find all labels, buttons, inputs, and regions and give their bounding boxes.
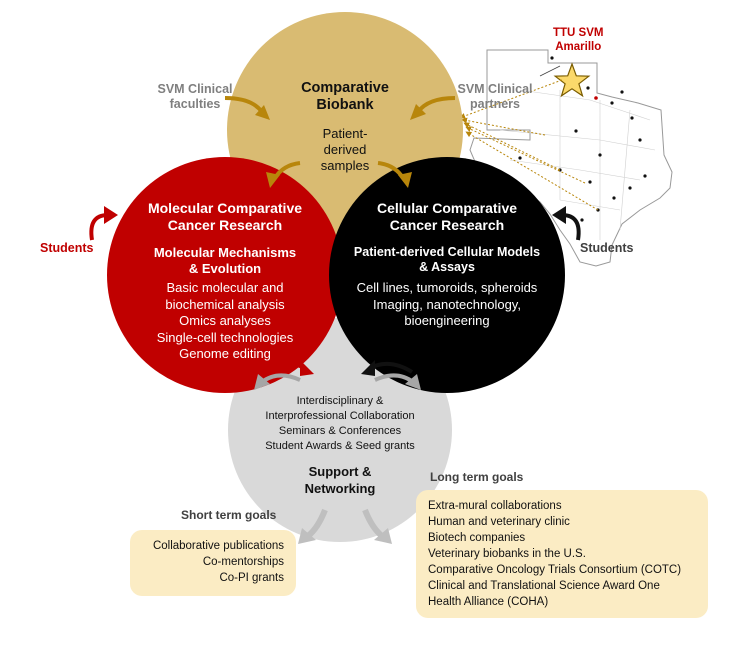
short-term-item: Co-PI grants xyxy=(219,572,284,584)
molecular-subtitle: Molecular Mechanisms & Evolution xyxy=(117,245,333,276)
cellular-title-line1: Cellular Comparative xyxy=(376,200,518,216)
biobank-subtitle: Patient- derived samples xyxy=(285,126,405,174)
map-label: TTU SVM Amarillo xyxy=(553,27,603,55)
support-item: Interprofessional Collaboration xyxy=(265,410,415,422)
short-term-item: Co-mentorships xyxy=(202,556,284,568)
long-term-box: Extra-mural collaborations Human and vet… xyxy=(416,490,708,618)
molecular-item: Basic molecular and xyxy=(166,280,284,295)
clinic-dots xyxy=(518,56,647,222)
faculties-label-line1: SVM Clinical xyxy=(157,82,233,96)
long-term-item: Clinical and Translational Science Award… xyxy=(428,580,660,592)
cellular-circle xyxy=(329,157,565,393)
long-term-item: Extra-mural collaborations xyxy=(428,500,562,512)
cellular-item: bioengineering xyxy=(404,313,490,328)
students-left-label: Students xyxy=(40,241,94,255)
short-term-title: Short term goals xyxy=(181,508,277,522)
biobank-title-line2: Biobank xyxy=(316,97,374,114)
cellular-item: Cell lines, tumoroids, spheroids xyxy=(356,280,538,295)
long-term-item: Comparative Oncology Trials Consortium (… xyxy=(428,564,682,576)
molecular-title-line2: Cancer Research xyxy=(167,216,283,233)
support-title: Support & Networking xyxy=(280,463,400,497)
short-term-box: Collaborative publications Co-mentorship… xyxy=(130,530,296,596)
biobank-sub-line2: derived xyxy=(323,142,367,157)
short-term-item: Collaborative publications xyxy=(152,540,284,552)
support-title-line1: Support & xyxy=(308,464,372,479)
cellular-item: Imaging, nanotechnology, xyxy=(373,296,521,312)
cellular-title-line2: Cancer Research xyxy=(389,216,505,233)
support-item: Seminars & Conferences xyxy=(278,425,402,437)
biobank-title: Comparative Biobank xyxy=(265,80,425,115)
support-title-line2: Networking xyxy=(304,481,376,496)
map-label-line1: TTU SVM xyxy=(553,27,604,39)
partners-label-line2: partners xyxy=(469,97,521,111)
biobank-sub-line3: samples xyxy=(320,158,370,173)
cellular-sub-line1: Patient-derived Cellular Models xyxy=(353,245,541,259)
molecular-sub-line2: & Evolution xyxy=(188,260,262,276)
long-term-item: Human and veterinary clinic xyxy=(428,516,570,528)
molecular-item: Omics analyses xyxy=(179,313,271,328)
texas-map xyxy=(469,49,673,267)
support-item: Interdisciplinary & xyxy=(296,395,384,407)
cellular-sub-line2: & Assays xyxy=(419,260,475,274)
long-term-list: Extra-mural collaborations Human and vet… xyxy=(428,498,681,610)
biobank-sub-line1: Patient- xyxy=(322,126,368,141)
map-label-line2: Amarillo xyxy=(555,40,602,53)
short-term-list: Collaborative publications Co-mentorship… xyxy=(153,538,284,586)
biobank-title-line1: Comparative xyxy=(301,80,389,96)
partner-connectors xyxy=(459,79,599,211)
long-term-item: Veterinary biobanks in the U.S. xyxy=(428,548,586,560)
cellular-subtitle: Patient-derived Cellular Models & Assays xyxy=(339,245,555,275)
long-term-item: Health Alliance (COHA) xyxy=(428,596,549,608)
molecular-item: Genome editing xyxy=(179,346,271,361)
long-term-title: Long term goals xyxy=(430,470,524,484)
molecular-title-line1: Molecular Comparative xyxy=(147,200,303,216)
molecular-title: Molecular Comparative Cancer Research xyxy=(117,200,333,234)
faculties-label: SVM Clinical faculties xyxy=(140,82,250,112)
amarillo-star-icon xyxy=(553,62,591,98)
molecular-items: Basic molecular and biochemical analysis… xyxy=(117,280,333,363)
cellular-items: Cell lines, tumoroids, spheroids Imaging… xyxy=(339,280,555,330)
faculties-label-line2: faculties xyxy=(169,97,221,111)
long-term-item: Biotech companies xyxy=(428,532,526,544)
support-item: Student Awards & Seed grants xyxy=(265,440,415,452)
molecular-circle xyxy=(107,157,343,393)
students-right-label: Students xyxy=(580,241,634,255)
partners-label: SVM Clinical partners xyxy=(445,82,545,112)
molecular-item: biochemical analysis xyxy=(165,296,285,312)
red-location-dot xyxy=(594,96,598,100)
molecular-item: Single-cell technologies xyxy=(156,329,294,345)
molecular-sub-line1: Molecular Mechanisms xyxy=(153,245,297,260)
partners-label-line1: SVM Clinical xyxy=(457,82,533,96)
support-items: Interdisciplinary & Interprofessional Co… xyxy=(245,394,435,454)
cellular-title: Cellular Comparative Cancer Research xyxy=(339,200,555,234)
